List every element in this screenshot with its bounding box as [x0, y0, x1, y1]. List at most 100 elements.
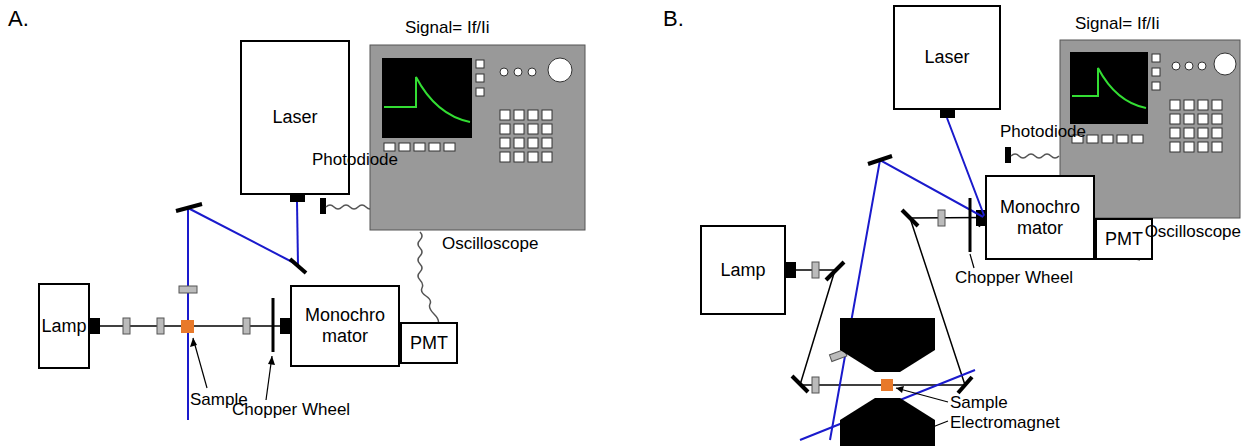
- key: [1212, 100, 1222, 110]
- button: [429, 143, 440, 151]
- lamp-nozzle: [89, 318, 100, 334]
- scope-body: [370, 45, 585, 230]
- key: [1198, 128, 1208, 138]
- key: [500, 110, 510, 120]
- leader: [970, 254, 974, 268]
- button: [414, 143, 425, 151]
- part-label: Electromagnet: [950, 413, 1060, 433]
- key: [1170, 128, 1180, 138]
- knob: [1214, 53, 1236, 75]
- lens: [157, 318, 164, 334]
- button: [476, 60, 484, 68]
- lens: [812, 377, 819, 393]
- key: [500, 124, 510, 134]
- device-box: Lamp: [700, 225, 786, 315]
- mirror: [176, 204, 202, 211]
- key: [1184, 114, 1194, 124]
- leader: [896, 388, 948, 402]
- laser-beam: [188, 208, 298, 265]
- cable: [1011, 154, 1059, 158]
- key: [1184, 128, 1194, 138]
- key: [1212, 114, 1222, 124]
- key: [1212, 142, 1222, 152]
- sample: [881, 379, 893, 391]
- sample: [181, 320, 194, 333]
- photodiode: [1005, 147, 1011, 163]
- laser-beam: [297, 202, 298, 265]
- mirror: [902, 210, 918, 226]
- device-name: Monochro mator: [991, 197, 1089, 238]
- scope-screen: [382, 58, 472, 138]
- part-label: Signal= If/Ii: [405, 18, 490, 38]
- light-path: [786, 218, 985, 386]
- key: [528, 124, 538, 134]
- key: [542, 152, 552, 162]
- photodiode: [320, 198, 326, 214]
- button: [1117, 135, 1128, 143]
- device-name: PMT: [410, 333, 448, 354]
- lens: [123, 318, 130, 334]
- mirror: [868, 156, 892, 164]
- panel-letter: A.: [8, 6, 29, 32]
- device-box: Monochro mator: [290, 285, 400, 367]
- part-label: Signal= If/Ii: [1075, 14, 1160, 34]
- knob: [1185, 62, 1193, 70]
- laser-beam: [187, 208, 189, 420]
- device-box: Laser: [893, 5, 1001, 110]
- device-box: Lamp: [38, 283, 90, 369]
- part-label: Oscilloscope: [1145, 222, 1241, 242]
- key: [514, 152, 524, 162]
- key: [1198, 142, 1208, 152]
- key: [1170, 142, 1180, 152]
- key: [528, 110, 538, 120]
- part-label: Photodiode: [1000, 122, 1086, 142]
- button: [476, 74, 484, 82]
- key: [1212, 128, 1222, 138]
- magnet-pole: [840, 318, 935, 372]
- button: [1132, 135, 1143, 143]
- trace: [384, 77, 470, 122]
- key: [542, 110, 552, 120]
- keypad: [384, 110, 552, 162]
- knob: [514, 68, 522, 76]
- knob: [500, 68, 508, 76]
- key: [1184, 142, 1194, 152]
- button: [399, 143, 410, 151]
- button: [444, 143, 455, 151]
- key: [1198, 114, 1208, 124]
- cable: [418, 232, 439, 324]
- part-label: Oscilloscope: [442, 234, 538, 254]
- button: [1152, 68, 1160, 76]
- trace: [1072, 68, 1146, 108]
- chopper-wheel: [969, 198, 972, 252]
- key: [1184, 100, 1194, 110]
- lens: [243, 318, 250, 334]
- button: [1087, 135, 1098, 143]
- keypad: [1072, 100, 1222, 152]
- key: [528, 138, 538, 148]
- device-name: PMT: [1105, 229, 1143, 250]
- lens: [179, 286, 197, 293]
- device-name: Laser: [272, 107, 317, 128]
- panel-letter: B.: [663, 6, 684, 32]
- key: [1170, 114, 1180, 124]
- arrowhead: [268, 356, 275, 365]
- magnet-pole: [840, 398, 935, 446]
- mirror: [826, 262, 844, 280]
- knob: [548, 58, 572, 82]
- chopper-wheel: [272, 298, 275, 352]
- key: [1198, 100, 1208, 110]
- key: [514, 124, 524, 134]
- device-name: Laser: [924, 47, 969, 68]
- device-box: PMT: [400, 322, 458, 364]
- knob: [1198, 62, 1206, 70]
- button: [1152, 82, 1160, 90]
- setup-b: [785, 40, 1240, 446]
- device-box: PMT: [1095, 218, 1153, 260]
- key: [528, 152, 538, 162]
- arrowhead: [190, 338, 197, 347]
- mirror: [958, 377, 972, 393]
- lens: [938, 210, 945, 226]
- part-label: Photodiode: [312, 150, 398, 170]
